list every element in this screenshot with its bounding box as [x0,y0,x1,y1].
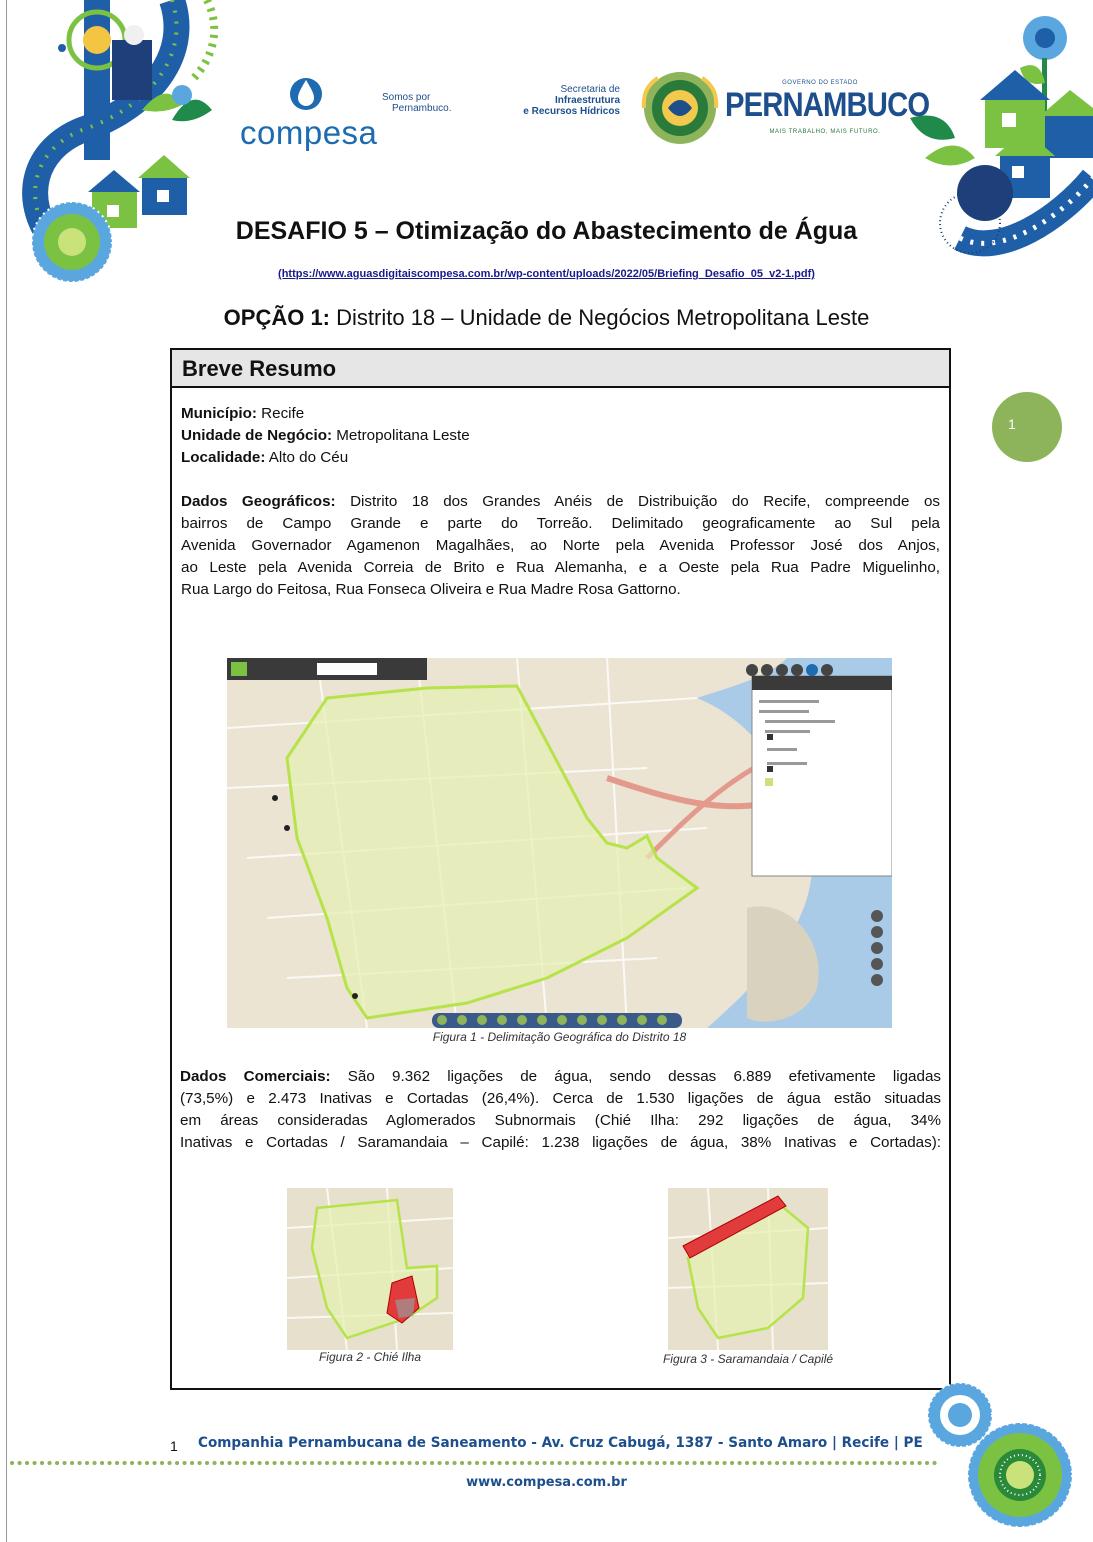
geo-line: Avenida Governador Agamenon Magalhães, a… [181,537,940,554]
commercial-paragraph: Dados Comerciais: São 9.362 ligações de … [180,1066,941,1154]
field-label: Unidade de Negócio: [181,427,333,444]
compesa-logo: compesa [240,70,377,155]
logo-row: compesa Somos por Pernambuco. Secretaria… [230,62,930,162]
footer-url[interactable]: www.compesa.com.br [466,1475,627,1490]
footer-dotted-line [10,1461,940,1465]
spacer [181,469,940,491]
com-line: em áreas consideradas Aglomerados Subnor… [180,1112,941,1129]
field-value: Recife [256,405,305,422]
field-value: Alto do Céu [265,449,349,466]
geo-text: Distrito 18 dos Grandes Anéis de Distrib… [335,493,940,510]
chie-ilha-map-image [287,1188,453,1350]
decorative-illustration-right [910,16,1093,257]
slogan-line: Somos por [382,92,431,103]
com-label: Dados Comerciais: [180,1068,331,1085]
footer-address: Companhia Pernambucana de Saneamento - A… [198,1434,923,1451]
slogan-line: Pernambuco. [392,103,452,114]
field-localidade: Localidade: Alto do Céu [181,447,940,469]
page-edge [6,0,7,1542]
option-label: OPÇÃO 1: [223,305,331,330]
figure-1-caption: Figura 1 - Delimitação Geográfica do Dis… [432,1030,687,1044]
pe-government-label: GOVERNO DO ESTADO [782,80,858,86]
briefing-link[interactable]: (https://www.aguasdigitaiscompesa.com.br… [278,268,815,280]
field-label: Localidade: [181,449,266,466]
com-line: Dados Comerciais: São 9.362 ligações de … [180,1066,941,1088]
pe-slogan: MAIS TRABALHO, MAIS FUTURO. [769,129,881,135]
geo-line: Dados Geográficos: Distrito 18 dos Grand… [181,491,940,513]
comment-marker[interactable]: 1 [992,392,1062,462]
geo-paragraph: Dados Geográficos: Distrito 18 dos Grand… [181,491,940,601]
com-line: (73,5%) e 2.473 Inativas e Cortadas (26,… [180,1090,941,1107]
summary-box-body: Município: Recife Unidade de Negócio: Me… [172,388,949,601]
secretaria-line: Infraestrutura [554,95,620,106]
com-line: Inativas e Cortadas / Saramandaia – Capi… [180,1134,941,1151]
geo-line: bairros de Campo Grande e parte do Torre… [181,515,940,532]
page-number: 1 [170,1438,178,1454]
field-unidade: Unidade de Negócio: Metropolitana Leste [181,425,940,447]
secretaria-line: e Recursos Hídricos [523,106,620,117]
geo-label: Dados Geográficos: [181,493,336,510]
figure-2-caption: Figura 2 - Chié Ilha [318,1350,422,1364]
com-text: São 9.362 ligações de água, sendo dessas… [330,1068,941,1085]
district-18-map-image [227,658,892,1028]
pernambuco-seal-icon [641,72,719,144]
figure-3-caption: Figura 3 - Saramandaia / Capilé [662,1352,834,1366]
page-title: DESAFIO 5 – Otimização do Abastecimento … [235,217,858,245]
summary-box: Breve Resumo Município: Recife Unidade d… [170,348,951,1390]
water-drop-icon [290,78,322,110]
geo-line: ao Leste pela Avenida Correia de Brito e… [181,559,940,576]
summary-box-header: Breve Resumo [172,350,949,388]
compesa-wordmark: compesa [240,114,378,151]
decorative-illustration-left [22,0,219,283]
slogan-text: Somos por Pernambuco. [382,92,462,114]
saramandaia-capile-map-image [668,1188,828,1350]
geo-line: Rua Largo do Feitosa, Rua Fonseca Olivei… [181,581,681,598]
option-text: Distrito 18 – Unidade de Negócios Metrop… [330,305,870,330]
decorative-circle-bottom [927,1382,1073,1528]
field-municipio: Município: Recife [181,403,940,425]
secretaria-line: Secretaria de [560,84,620,95]
field-value: Metropolitana Leste [332,427,470,444]
option-heading: OPÇÃO 1: Distrito 18 – Unidade de Negóci… [0,305,1093,331]
field-label: Município: [181,405,257,422]
pernambuco-wordmark: PERNAMBUCO [725,86,930,124]
secretaria-text: Secretaria de Infraestrutura e Recursos … [500,84,620,117]
